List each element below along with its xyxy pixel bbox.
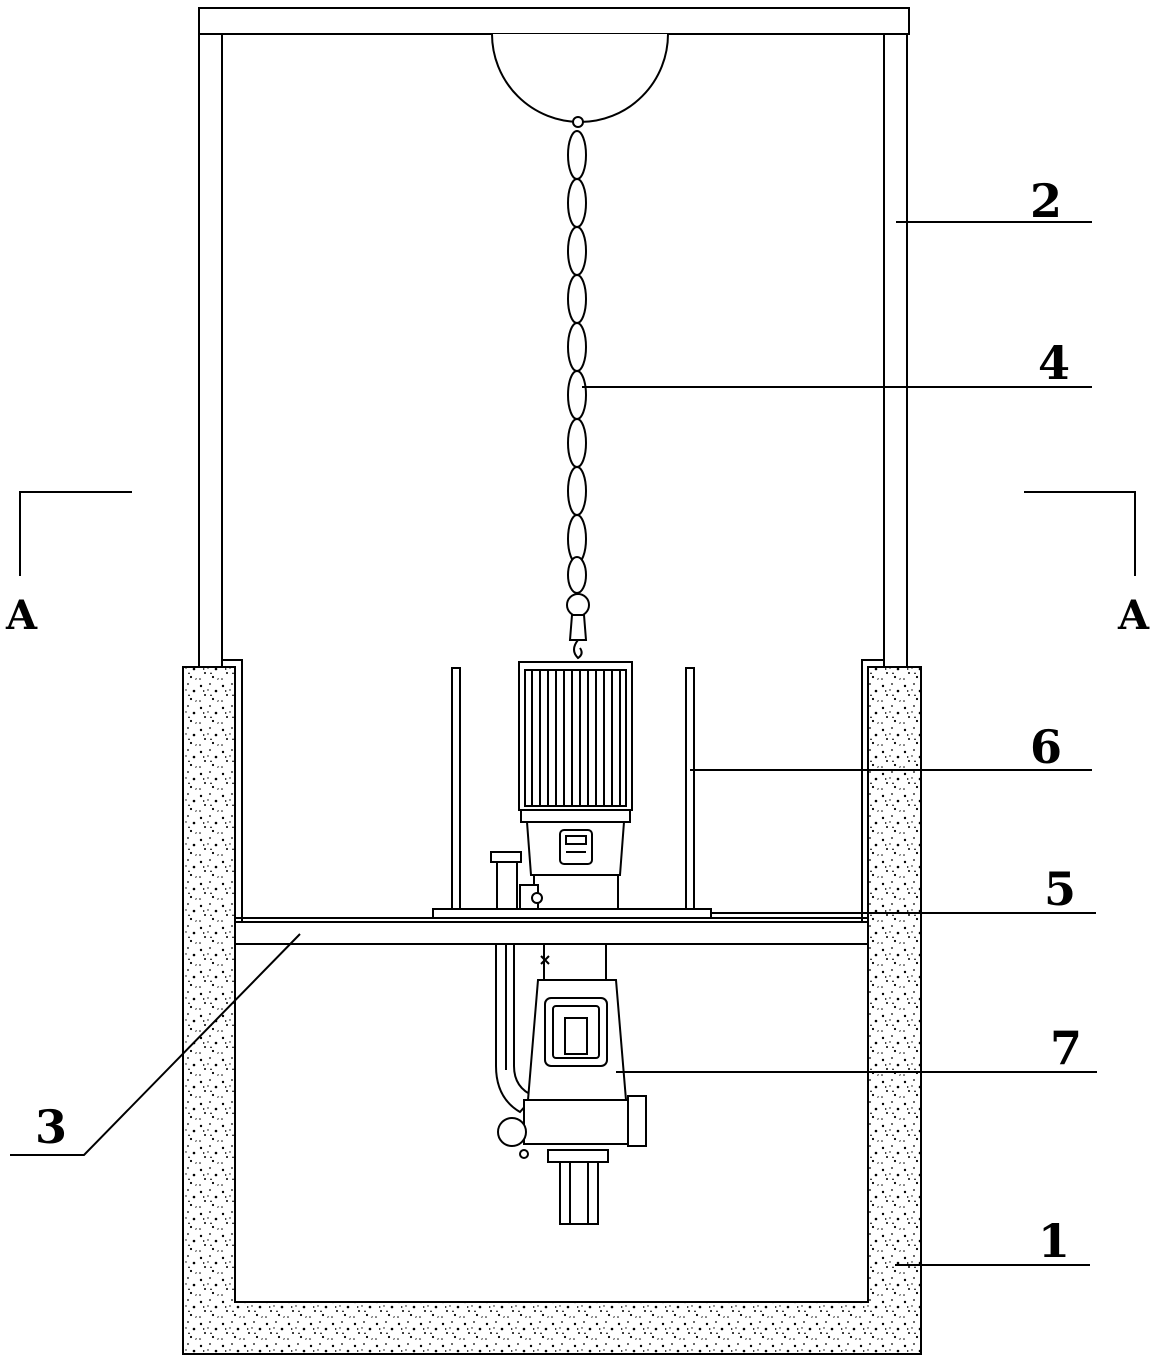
label-pump: 7 bbox=[1050, 1021, 1083, 1075]
hoist-chain bbox=[566, 116, 590, 660]
label-chain: 4 bbox=[1038, 336, 1071, 390]
label-frame: 2 bbox=[1030, 174, 1063, 228]
label-platform: 5 bbox=[1044, 862, 1077, 916]
section-label-right: A bbox=[1118, 592, 1150, 639]
submersible-pump bbox=[495, 943, 647, 1225]
label-guard: 6 bbox=[1030, 720, 1063, 774]
hoist-dome bbox=[491, 33, 669, 123]
mounting-plate bbox=[432, 908, 712, 919]
leader-lines bbox=[10, 221, 1097, 1266]
motor bbox=[490, 661, 633, 911]
section-label-left: A bbox=[6, 592, 38, 639]
leader-3 bbox=[10, 933, 301, 1156]
label-beam: 3 bbox=[35, 1100, 68, 1154]
section-markers bbox=[19, 491, 1136, 576]
cross-beam bbox=[234, 917, 869, 945]
label-pit: 1 bbox=[1038, 1214, 1071, 1268]
